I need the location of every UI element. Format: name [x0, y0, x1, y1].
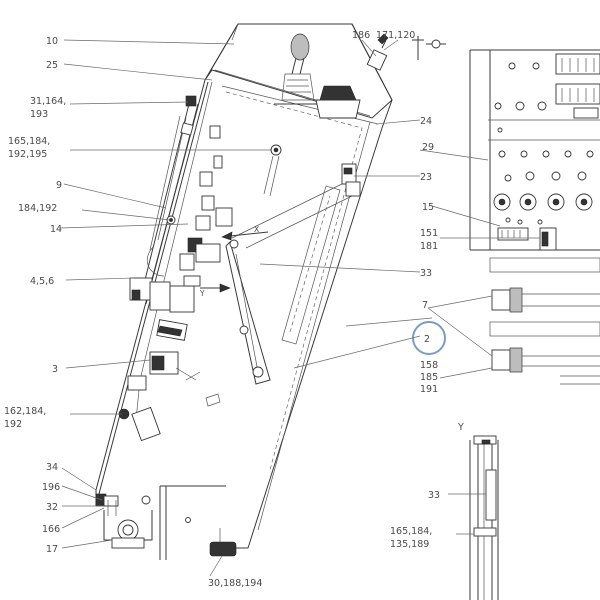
knob-row-top	[494, 62, 547, 133]
right-panel	[469, 49, 600, 385]
callout-9: 9	[56, 180, 62, 191]
callout-165a-a: 165,184,	[8, 136, 50, 147]
section-view	[469, 435, 499, 600]
base-assembly	[95, 485, 237, 560]
terminal-strip	[497, 227, 529, 241]
callout-162-a: 162,184,	[4, 406, 46, 417]
callout-2: 2	[424, 334, 430, 345]
callout-labels: 10 25 31,164, 193 165,184, 192,195 9 184…	[4, 30, 464, 589]
callout-31-a: 31,164,	[30, 96, 66, 107]
callout-165b-b: 135,189	[390, 539, 429, 550]
screw-upper	[263, 144, 282, 197]
hinge-assembly	[366, 33, 389, 71]
callout-10: 10	[46, 36, 58, 47]
callout-3: 3	[52, 364, 58, 375]
callout-171: 171,120	[376, 30, 415, 41]
callout-158-b: 185	[420, 372, 438, 383]
callout-184: 184,192	[18, 203, 57, 214]
callout-32: 32	[46, 502, 58, 513]
callout-25: 25	[46, 60, 58, 71]
callout-165b-a: 165,184,	[390, 526, 432, 537]
axis-y-label: Y	[199, 289, 205, 298]
slotted-arm	[225, 181, 353, 385]
callout-33b: 33	[428, 490, 440, 501]
callout-34: 34	[46, 462, 58, 473]
callout-162-b: 192	[4, 419, 22, 430]
callout-456: 4,5,6	[30, 276, 54, 287]
callout-23: 23	[420, 172, 432, 183]
connector-23	[341, 163, 361, 197]
bolt-top-right	[412, 36, 446, 60]
callout-33a: 33	[420, 268, 432, 279]
callout-31-b: 193	[30, 109, 48, 120]
callout-15: 15	[422, 202, 434, 213]
callout-158-c: 191	[420, 384, 438, 395]
callout-165a-b: 192,195	[8, 149, 47, 160]
callout-186: 186	[352, 30, 370, 41]
side-strip	[281, 185, 341, 345]
centre-components	[118, 125, 233, 442]
callout-30: 30,188,194	[208, 578, 262, 589]
rotary-switch-row	[493, 193, 593, 225]
callout-29: 29	[422, 142, 434, 153]
callout-166: 166	[42, 524, 60, 535]
callout-151-b: 181	[420, 241, 438, 252]
callout-158-a: 158	[420, 360, 438, 371]
callout-17: 17	[46, 544, 58, 555]
axis-x-label: X	[254, 225, 259, 234]
direction-arrows: X Y	[199, 225, 269, 298]
callout-y-section: Y	[457, 422, 464, 433]
callout-7: 7	[422, 300, 428, 311]
callout-196: 196	[42, 482, 60, 493]
callout-14: 14	[50, 224, 62, 235]
left-rail	[129, 95, 199, 313]
joystick-lever	[274, 33, 361, 119]
relay-block	[555, 53, 600, 119]
leader-lines	[59, 39, 540, 577]
callout-24: 24	[420, 116, 432, 127]
knob-row-mid	[498, 150, 594, 182]
callout-151-a: 151	[420, 228, 438, 239]
